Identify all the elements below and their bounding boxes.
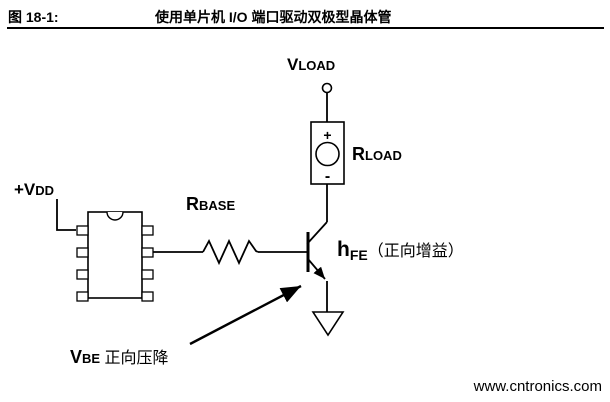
circuit-diagram: VLOAD + - RLOAD hFE（正向增益） <box>14 55 602 395</box>
hfe-label: hFE（正向增益） <box>337 238 464 263</box>
title-divider <box>7 27 604 29</box>
vdd-label: +VDD <box>14 180 54 199</box>
rload-symbol: + - <box>310 121 345 185</box>
ground-icon <box>311 311 345 337</box>
vbe-label: VBE 正向压降 <box>70 347 169 367</box>
figure-number-label: 图 18-1: <box>8 9 59 25</box>
vload-label: VLOAD <box>287 55 335 74</box>
rbase-label: RBASE <box>186 194 235 214</box>
wires <box>56 92 328 312</box>
rload-label: RLOAD <box>352 144 402 164</box>
rbase-resistor-icon <box>202 238 259 266</box>
load-minus-label: - <box>325 168 330 185</box>
npn-transistor-icon <box>306 221 328 280</box>
mcu-ic-icon <box>76 211 154 302</box>
vload-terminal-icon <box>321 82 333 94</box>
load-plus-label: + <box>323 127 331 143</box>
vbe-annotation-arrow-icon <box>189 284 302 346</box>
watermark: www.cntronics.com <box>473 378 602 395</box>
figure-caption: 使用单片机 I/O 端口驱动双极型晶体管 <box>155 9 392 25</box>
